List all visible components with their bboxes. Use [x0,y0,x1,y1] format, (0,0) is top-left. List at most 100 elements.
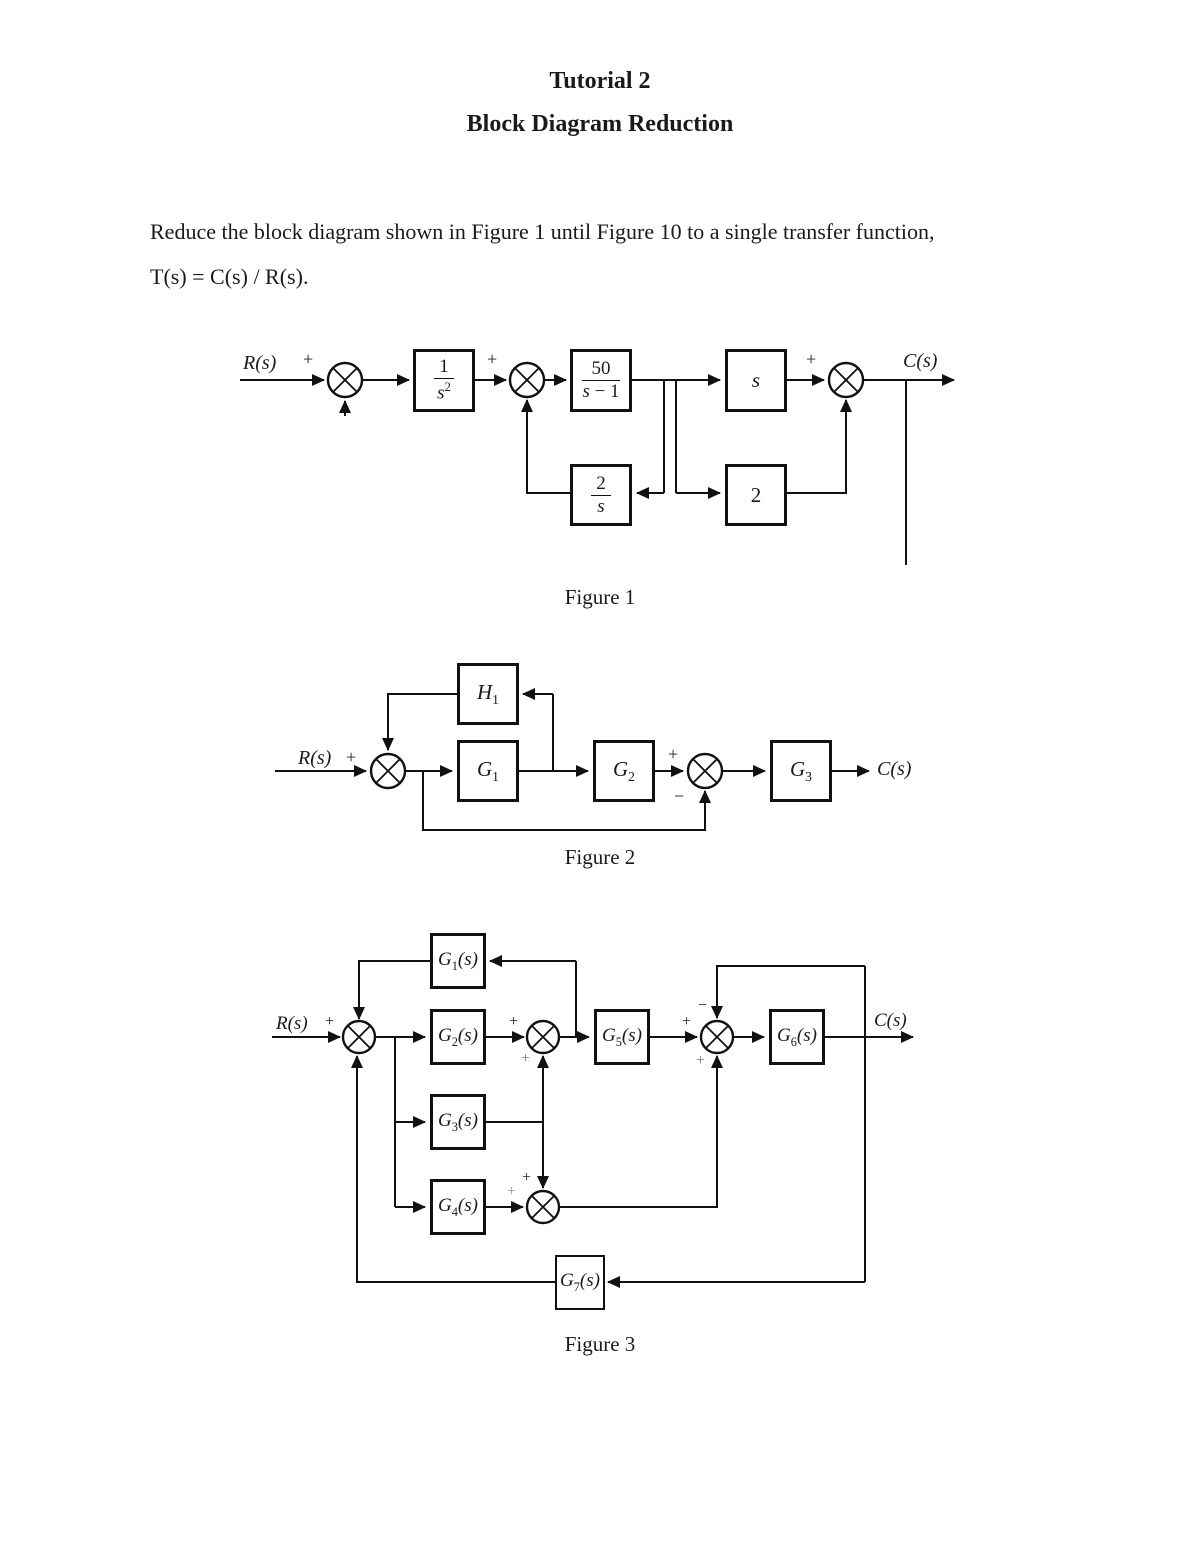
fig3-block-g7: G7(s) [555,1255,605,1310]
fig3-top-feedback-path [716,965,865,1000]
fig3-summing-junction-1 [341,1019,377,1055]
fig2-output-label: C(s) [877,758,912,780]
fig1-b2-numerator: 50 [582,359,620,381]
fig3-block-g4: G4(s) [430,1179,486,1235]
fig2-sj2-plus-sign: + [668,744,679,764]
fig2-h1-subscript: 1 [492,692,499,708]
fig1-b2-den-s: s [582,381,590,402]
fig3-g1-subscript: 1 [451,958,458,973]
doc-title: Tutorial 2 [549,68,651,94]
fig3-g7-suffix: (s) [579,1270,600,1292]
fig1-sj3-plus-sign: + [806,349,817,369]
fig2-block-g2: G2 [593,740,655,802]
fig3-g5-suffix: (s) [621,1024,642,1046]
fig3-sj4-top-plus-sign: + [522,1169,532,1186]
fig3-g5-label: G [602,1024,616,1046]
fig2-feedback-path [422,771,706,831]
fig3-g6-suffix: (s) [796,1024,817,1046]
fig3-g3-label: G [438,1109,452,1131]
fig3-g2-suffix: (s) [457,1024,478,1046]
fig3-g7-output-path [356,1072,555,1283]
fig3-g2-label: G [438,1024,452,1046]
fig3-g1-label: G [438,948,452,970]
fig1-b1-numerator: 1 [434,357,454,380]
figure2-caption: Figure 2 [564,845,636,869]
fig1-b1-den-exponent: 2 [444,379,451,395]
fig2-g1-label: G [477,756,493,781]
fig1-block-s: s [725,349,787,412]
fig3-block-g5: G5(s) [594,1009,650,1065]
fig2-g2-label: G [613,756,629,781]
fig2-h1-label: H [477,679,493,704]
fig2-h1-output-path [387,693,457,735]
fig3-g4-subscript: 4 [451,1204,458,1219]
fig3-g4-label: G [438,1194,452,1216]
fig3-block-g3: G3(s) [430,1094,486,1150]
fig2-block-g3: G3 [770,740,832,802]
fig2-sj1-plus-sign: + [346,747,357,767]
fig3-g7-subscript: 7 [573,1279,580,1294]
fig2-summing-junction-1 [369,752,407,790]
fig2-input-label: R(s) [298,747,332,769]
fig2-g3-label: G [790,756,806,781]
fig3-block-g6: G6(s) [769,1009,825,1065]
fig1-b3-label: s [751,368,761,392]
fig2-g1-subscript: 1 [492,769,499,785]
fig2-g3-subscript: 3 [805,769,812,785]
fig3-g1-output-path [358,960,430,1003]
fig1-b4-output-path [526,401,570,494]
fig3-sj2-left-plus-sign: + [509,1013,519,1030]
fig1-summing-junction-1 [326,361,364,399]
fig3-block-g1: G1(s) [430,933,486,989]
fig1-b1-denominator: s [437,382,445,404]
figure2-linework [275,688,870,831]
fig1-b2-den-rest: − 1 [589,381,620,402]
fig1-block-2: 2 [725,464,787,526]
fig3-g1-suffix: (s) [457,948,478,970]
figure3-caption: Figure 3 [564,1332,636,1356]
fig1-b4-numerator: 2 [591,473,611,496]
fig3-sj3-bottom-plus-sign: + [696,1052,706,1069]
doc-subtitle: Block Diagram Reduction [466,111,734,137]
fig3-summing-junction-3 [699,1019,735,1055]
fig1-b5-label: 2 [750,482,762,507]
fig3-summing-junction-4 [525,1189,561,1225]
fig3-g4-suffix: (s) [457,1194,478,1216]
fig1-sj2-plus-sign: + [487,349,498,369]
figure1-caption: Figure 1 [564,585,636,609]
fig3-g6-subscript: 6 [790,1034,797,1049]
fig3-output-label: C(s) [874,1010,907,1031]
fig3-sj1-plus-sign: + [325,1013,335,1030]
fig3-summing-junction-2 [525,1019,561,1055]
fig1-input-label: R(s) [243,352,277,374]
fig3-g3-suffix: (s) [457,1109,478,1131]
fig3-g6-label: G [777,1024,791,1046]
instruction-line-1: Reduce the block diagram shown in Figure… [150,219,935,244]
instruction-line-2: T(s) = C(s) / R(s). [150,264,309,289]
fig3-g2-subscript: 2 [451,1034,458,1049]
fig1-output-label: C(s) [903,350,938,372]
fig2-sj2-minus-sign: − [674,786,685,806]
fig2-block-h1: H1 [457,663,519,725]
fig1-b4-denominator: s [597,495,605,517]
fig1-summing-junction-2 [508,361,546,399]
fig3-block-g2: G2(s) [430,1009,486,1065]
fig3-sj3-left-plus-sign: + [682,1013,692,1030]
fig1-summing-junction-3 [827,361,865,399]
fig2-block-g1: G1 [457,740,519,802]
fig3-g3-subscript: 3 [451,1119,458,1134]
fig2-g2-subscript: 2 [628,769,635,785]
fig1-sj1-plus-sign: + [303,349,314,369]
fig3-g7-label: G [560,1270,574,1292]
figure1-linework [240,361,955,565]
fig3-sj3-minus-sign: − [698,997,708,1014]
figure3-linework [272,955,914,1288]
fig1-b5-output-path [787,415,847,494]
fig3-sj2-bottom-plus-sign: + [521,1050,531,1067]
fig3-sj4-output-path [559,1074,718,1208]
